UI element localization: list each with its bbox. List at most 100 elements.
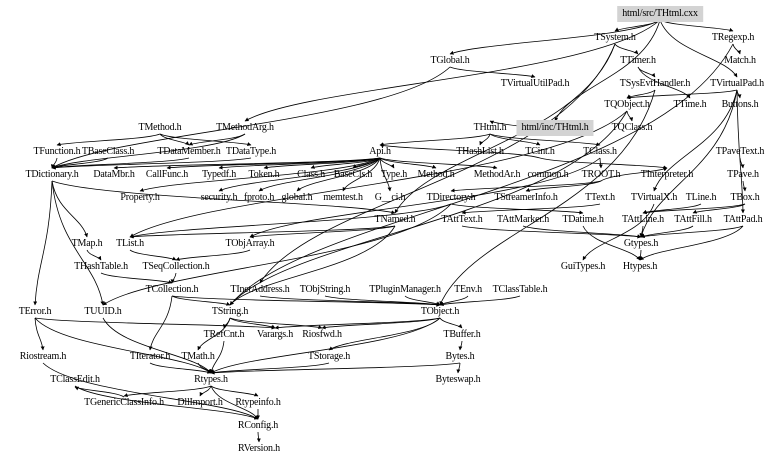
node-tmath[interactable]: TMath.h	[181, 351, 215, 362]
node-tdatime[interactable]: TDatime.h	[562, 214, 604, 225]
node-buttons[interactable]: Buttons.h	[721, 99, 759, 110]
node-troot[interactable]: TROOT.h	[581, 169, 621, 180]
node-callfunc[interactable]: CallFunc.h	[145, 169, 189, 180]
node-ttext[interactable]: TText.h	[585, 192, 615, 203]
node-basecls[interactable]: BaseCls.h	[333, 169, 373, 180]
node-tclassedit[interactable]: TClassEdit.h	[50, 374, 100, 385]
node-typedf[interactable]: Typedf.h	[201, 169, 237, 180]
node-terror[interactable]: TError.h	[18, 306, 52, 317]
node-tnamed[interactable]: TNamed.h	[374, 214, 416, 225]
node-tvirtualx[interactable]: TVirtualX.h	[630, 192, 678, 203]
node-tcollection[interactable]: TCollection.h	[145, 284, 199, 295]
node-tcint[interactable]: TCint.h	[525, 146, 555, 157]
node-tregexp[interactable]: TRegexp.h	[711, 32, 755, 43]
node-ttime[interactable]: TTime.h	[673, 99, 707, 110]
edge-tvirtualpad-to-tqobject	[626, 89, 738, 100]
node-tenv[interactable]: TEnv.h	[454, 284, 482, 295]
node-tinetaddress[interactable]: TInetAddress.h	[230, 284, 290, 295]
node-class[interactable]: Class.h	[297, 169, 325, 180]
node-tdatatype[interactable]: TDataType.h	[225, 146, 277, 157]
node-tatttext[interactable]: TAttText.h	[441, 214, 483, 225]
node-byteswap[interactable]: Byteswap.h	[435, 374, 481, 385]
node-tobject[interactable]: TObject.h	[420, 306, 460, 317]
node-tsystem[interactable]: TSystem.h	[594, 32, 636, 43]
node-tpave[interactable]: TPave.h	[727, 169, 759, 180]
node-guitypes[interactable]: GuiTypes.h	[560, 261, 606, 272]
node-datambr[interactable]: DataMbr.h	[93, 169, 135, 180]
node-tobjstring[interactable]: TObjString.h	[299, 284, 351, 295]
node-riosfwd[interactable]: Riosfwd.h	[302, 329, 342, 340]
node-thtml-h[interactable]: THtml.h	[473, 122, 507, 133]
node-tstring[interactable]: TString.h	[211, 306, 249, 317]
node-tpluginmanager[interactable]: TPluginManager.h	[369, 284, 441, 295]
node-g--ci[interactable]: G__ci.h	[374, 192, 406, 203]
node-memtest[interactable]: memtest.h	[323, 192, 363, 203]
node-thashlist[interactable]: THashList.h	[456, 146, 504, 157]
node-tsysevthandler[interactable]: TSysEvtHandler.h	[619, 78, 691, 89]
node-bytes[interactable]: Bytes.h	[445, 351, 475, 362]
node-htypes[interactable]: Htypes.h	[622, 261, 658, 272]
edge-tstring-to-tmath	[197, 317, 231, 351]
node-riostream[interactable]: Riostream.h	[19, 351, 67, 362]
node-tbaseclass[interactable]: TBaseClass.h	[81, 146, 135, 157]
node-token[interactable]: Token.h	[248, 169, 280, 180]
node-tclass[interactable]: TClass.h	[583, 146, 617, 157]
edge-tdatatype-to-tdictionary	[51, 157, 252, 170]
node-tlist[interactable]: TList.h	[116, 238, 144, 249]
node-api[interactable]: Api.h	[369, 146, 391, 157]
node-thtml-inc[interactable]: html/inc/THtml.h	[516, 120, 594, 136]
node-thashtable[interactable]: THashTable.h	[74, 261, 128, 272]
node-tmethod[interactable]: TMethod.h	[138, 122, 182, 133]
node-tuuid[interactable]: TUUID.h	[84, 306, 122, 317]
node-tmap[interactable]: TMap.h	[71, 238, 103, 249]
node-rversion[interactable]: RVersion.h	[238, 443, 280, 454]
node-tgenericclassinfo[interactable]: TGenericClassInfo.h	[84, 397, 164, 408]
node-methodar[interactable]: MethodAr.h	[473, 169, 521, 180]
node-titerator[interactable]: TIterator.h	[129, 351, 171, 362]
node-gtypes[interactable]: Gtypes.h	[623, 238, 659, 249]
node-tline[interactable]: TLine.h	[685, 192, 717, 203]
node-common[interactable]: common.h	[527, 169, 569, 180]
node-tqobject[interactable]: TQObject.h	[604, 99, 650, 110]
node-fproto[interactable]: fproto.h	[243, 192, 275, 203]
node-dllimport[interactable]: DllImport.h	[177, 397, 223, 408]
node-tvirtualpad[interactable]: TVirtualPad.h	[710, 78, 764, 89]
node-rtypes[interactable]: Rtypes.h	[194, 374, 228, 385]
node-tbuffer[interactable]: TBuffer.h	[443, 329, 481, 340]
node-property[interactable]: Property.h	[120, 192, 160, 203]
node-varargs[interactable]: Varargs.h	[256, 329, 294, 340]
node-tobjarray[interactable]: TObjArray.h	[225, 238, 275, 249]
node-tattline[interactable]: TAttLine.h	[622, 214, 664, 225]
node-tdictionary[interactable]: TDictionary.h	[25, 169, 79, 180]
node-tmethodarg[interactable]: TMethodArg.h	[216, 122, 274, 133]
edge-tattfill-to-gtypes	[640, 225, 694, 238]
node-tdatamember[interactable]: TDataMember.h	[157, 146, 221, 157]
node-tstreamerinfo[interactable]: TStreamerInfo.h	[494, 192, 558, 203]
node-rconfig[interactable]: RConfig.h	[237, 420, 279, 431]
node-trefcnt[interactable]: TRefCnt.h	[203, 329, 245, 340]
node-tattfill[interactable]: TAttFill.h	[674, 214, 712, 225]
node-match[interactable]: Match.h	[724, 55, 756, 66]
node-security[interactable]: security.h	[200, 192, 238, 203]
node-tdirectory[interactable]: TDirectory.h	[426, 192, 476, 203]
node-tattpad[interactable]: TAttPad.h	[723, 214, 763, 225]
node-tvirtualutilpad[interactable]: TVirtualUtilPad.h	[500, 78, 570, 89]
node-tqclass[interactable]: TQClass.h	[611, 122, 653, 133]
node-thtml-cxx[interactable]: html/src/THtml.cxx	[617, 6, 703, 22]
node-tattmarker[interactable]: TAttMarker.h	[496, 214, 550, 225]
node-tbox[interactable]: TBox.h	[730, 192, 760, 203]
node-rtypeinfo[interactable]: Rtypeinfo.h	[235, 397, 281, 408]
node-type[interactable]: Type.h	[380, 169, 408, 180]
node-tfunction[interactable]: TFunction.h	[33, 146, 81, 157]
edge-api-to-methodar	[379, 157, 498, 170]
node-method[interactable]: Method.h	[417, 169, 455, 180]
node-tclasstable[interactable]: TClassTable.h	[492, 284, 548, 295]
node-tglobal[interactable]: TGlobal.h	[430, 55, 470, 66]
node-tseqcollection[interactable]: TSeqCollection.h	[142, 261, 210, 272]
node-global[interactable]: global.h	[281, 192, 313, 203]
node-ttimer[interactable]: TTimer.h	[620, 55, 656, 66]
edge-tclassedit-to-rconfig	[74, 385, 259, 420]
node-tpavetext[interactable]: TPaveText.h	[715, 146, 765, 157]
node-tinterpreter[interactable]: TInterpreter.h	[640, 169, 694, 180]
node-tstorage[interactable]: TStorage.h	[307, 351, 351, 362]
